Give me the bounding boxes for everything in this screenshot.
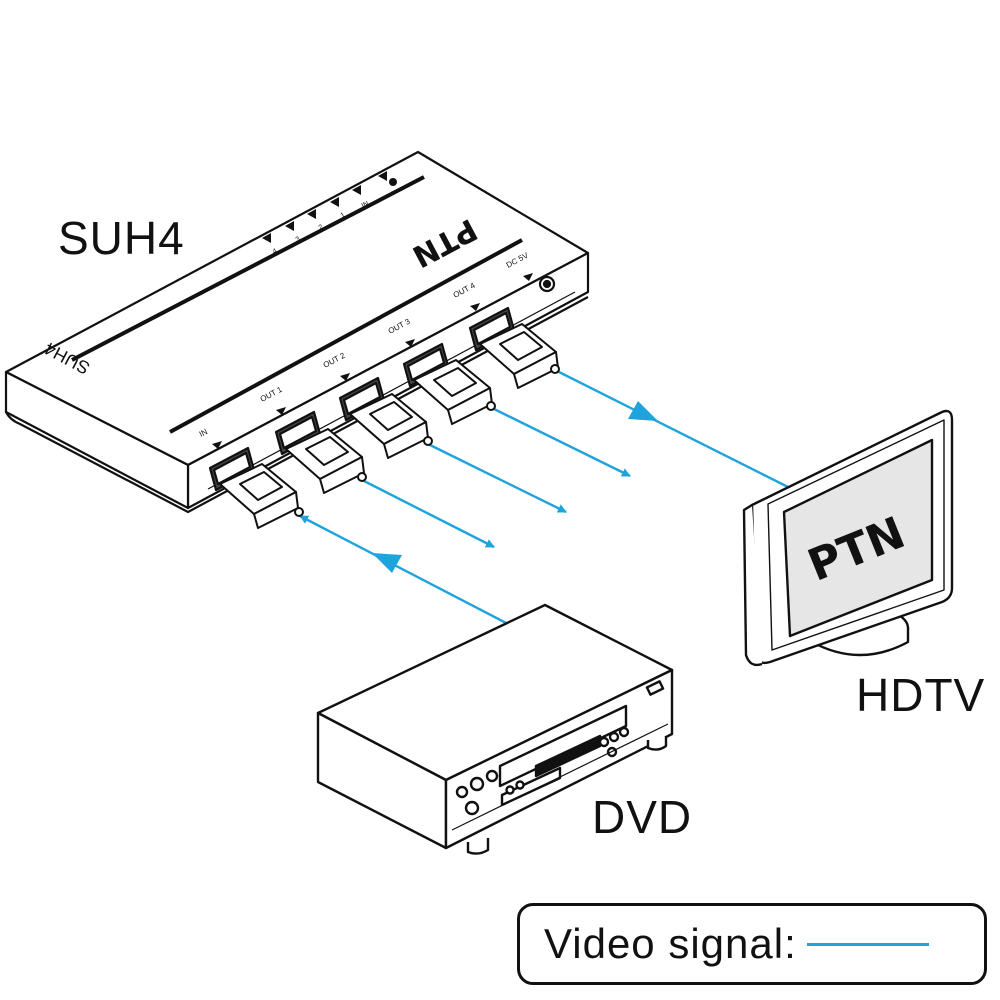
dvd-button-1 [455, 785, 469, 799]
led-in-arrow [352, 185, 361, 195]
led-3-label: 3 [295, 236, 302, 244]
power-led-arrow [378, 171, 387, 181]
led-4-arrow [262, 233, 271, 243]
power-led-icon [389, 178, 397, 186]
signal-dvd-to-in [299, 514, 511, 627]
hdtv-device [742, 409, 954, 667]
led-1-arrow [330, 197, 339, 207]
hdmi-socket-out2 [338, 376, 386, 422]
legend-box: Video signal: [517, 903, 987, 985]
signal-arrowheads [372, 401, 658, 573]
dvd-button-2 [469, 776, 485, 792]
hdmi-plug-out2 [349, 393, 433, 459]
hdmi-plug-in [219, 463, 304, 529]
led-labels: IN 1 2 3 4 [272, 200, 370, 255]
hdmi-plugs [219, 323, 560, 529]
arrow-dvd-in [372, 553, 402, 573]
led-1-label: 1 [340, 212, 347, 220]
signal-out1 [361, 478, 495, 549]
dvd-label: DVD [592, 791, 693, 843]
splitter-side-face [4, 370, 190, 510]
led-in-label: IN [361, 200, 370, 209]
hdtv-label: HDTV [856, 669, 986, 721]
port-label-in: IN [198, 427, 209, 439]
top-stripe-2 [169, 238, 523, 434]
splitter-label: SUH4 [58, 212, 185, 264]
legend-text: Video signal: [544, 920, 797, 967]
signal-out2 [427, 442, 567, 514]
dvd-knob [464, 800, 480, 816]
splitter-device [4, 150, 590, 514]
hdmi-plug-out3 [413, 359, 496, 425]
top-stripe-1 [71, 175, 425, 362]
legend-signal-line [806, 942, 929, 946]
led-2-arrow [307, 209, 316, 219]
disc-tray [498, 704, 628, 788]
dvd-button-3 [485, 769, 499, 783]
arrow-tv [628, 401, 658, 421]
led-2-label: 2 [318, 224, 325, 232]
port-arrows [212, 273, 533, 449]
signal-lines [299, 368, 791, 627]
led-4-label: 4 [272, 248, 279, 256]
led-indicators [262, 171, 397, 243]
hdmi-plug-out1 [285, 428, 367, 494]
dvd-device [316, 603, 674, 855]
signal-out3 [491, 406, 631, 478]
hdmi-plug-out4 [479, 323, 560, 389]
signal-out4-to-tv [554, 368, 791, 490]
led-3-arrow [285, 221, 294, 231]
tv-screen [782, 438, 934, 638]
